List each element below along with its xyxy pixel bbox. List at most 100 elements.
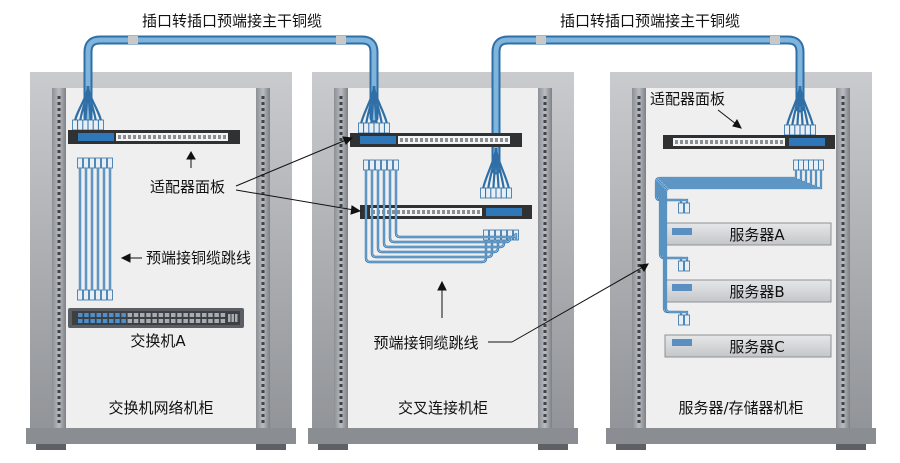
- switch-port: [220, 319, 226, 323]
- post-hole: [543, 282, 547, 285]
- post-hole: [339, 132, 343, 135]
- post-hole: [637, 294, 641, 297]
- post-hole: [261, 384, 265, 387]
- leader-line: [235, 139, 347, 187]
- server-a: [664, 222, 832, 246]
- post-hole: [841, 300, 845, 303]
- post-hole: [841, 210, 845, 213]
- panel-port: [223, 135, 226, 139]
- post-hole: [841, 156, 845, 159]
- panel-ports: [118, 135, 783, 214]
- post-hole: [637, 132, 641, 135]
- panel-port: [427, 210, 430, 214]
- post-hole: [637, 270, 641, 273]
- switch-port: [158, 319, 164, 323]
- post-hole: [841, 108, 845, 111]
- post-hole: [57, 222, 61, 225]
- panel-port: [685, 140, 688, 144]
- post-hole: [261, 168, 265, 171]
- post-hole: [339, 252, 343, 255]
- post-hole: [543, 210, 547, 213]
- post-hole: [637, 366, 641, 369]
- switch-port: [133, 313, 139, 317]
- post-hole: [637, 204, 641, 207]
- cabinet-label-switch: 交换机网络机柜: [108, 399, 213, 417]
- panel-port: [760, 140, 763, 144]
- rj45-connector: [501, 229, 507, 241]
- post-hole: [261, 324, 265, 327]
- switch-port: [121, 313, 126, 317]
- post-hole: [261, 96, 265, 99]
- post-hole: [841, 312, 845, 315]
- post-hole: [339, 216, 343, 219]
- post-hole: [543, 378, 547, 381]
- post-hole: [841, 138, 845, 141]
- post-hole: [57, 282, 61, 285]
- post-hole: [841, 264, 845, 267]
- switch-port: [133, 319, 139, 323]
- post-hole: [637, 336, 641, 339]
- post-hole: [339, 342, 343, 345]
- panel-port: [480, 138, 483, 142]
- panel-port: [153, 135, 156, 139]
- rj45-connector: [678, 314, 684, 326]
- panel-port: [475, 138, 478, 142]
- post-hole: [339, 306, 343, 309]
- panel-port: [710, 140, 713, 144]
- post-hole: [543, 408, 547, 411]
- panel-port: [745, 140, 748, 144]
- post-hole: [543, 396, 547, 399]
- post-hole: [261, 330, 265, 333]
- panel-port: [158, 135, 161, 139]
- post-hole: [543, 192, 547, 195]
- post-hole: [339, 246, 343, 249]
- post-hole: [339, 234, 343, 237]
- arrowhead-icon: [186, 150, 196, 160]
- patch-cords-label-left: 预端接铜缆跳线: [146, 249, 251, 267]
- rj45-connector: [83, 289, 89, 301]
- post-hole: [57, 300, 61, 303]
- rack-base: [26, 428, 296, 444]
- post-hole: [57, 132, 61, 135]
- post-hole: [637, 258, 641, 261]
- rj45-connector: [810, 124, 816, 136]
- post-hole: [543, 342, 547, 345]
- panel-port: [462, 210, 465, 214]
- post-hole: [339, 108, 343, 111]
- post-hole: [57, 420, 61, 423]
- post-hole: [637, 360, 641, 363]
- post-hole: [261, 360, 265, 363]
- server-port-block: [672, 228, 692, 235]
- post-hole: [261, 276, 265, 279]
- post-hole: [339, 384, 343, 387]
- post-hole: [637, 162, 641, 165]
- panel-port: [402, 210, 405, 214]
- patch-cord-highlight: [395, 170, 517, 240]
- post-hole: [543, 96, 547, 99]
- post-hole: [841, 348, 845, 351]
- post-hole: [339, 336, 343, 339]
- post-hole: [261, 390, 265, 393]
- post-hole: [339, 270, 343, 273]
- switch-port: [90, 319, 95, 323]
- switch-port: [214, 313, 219, 317]
- post-hole: [57, 138, 61, 141]
- post-hole: [339, 276, 343, 279]
- post-hole: [57, 156, 61, 159]
- switch-port: [115, 313, 120, 317]
- panel-port: [770, 140, 773, 144]
- post-hole: [637, 282, 641, 285]
- panel-port: [188, 135, 191, 139]
- post-hole: [543, 144, 547, 147]
- post-hole: [637, 150, 641, 153]
- post-hole: [261, 312, 265, 315]
- post-hole: [57, 372, 61, 375]
- patch-cord-highlight: [365, 170, 487, 263]
- panel-port: [477, 210, 480, 214]
- post-hole: [261, 264, 265, 267]
- post-hole: [637, 354, 641, 357]
- rj45-connector: [83, 157, 89, 169]
- rj45-connector: [804, 124, 811, 136]
- post-hole: [543, 384, 547, 387]
